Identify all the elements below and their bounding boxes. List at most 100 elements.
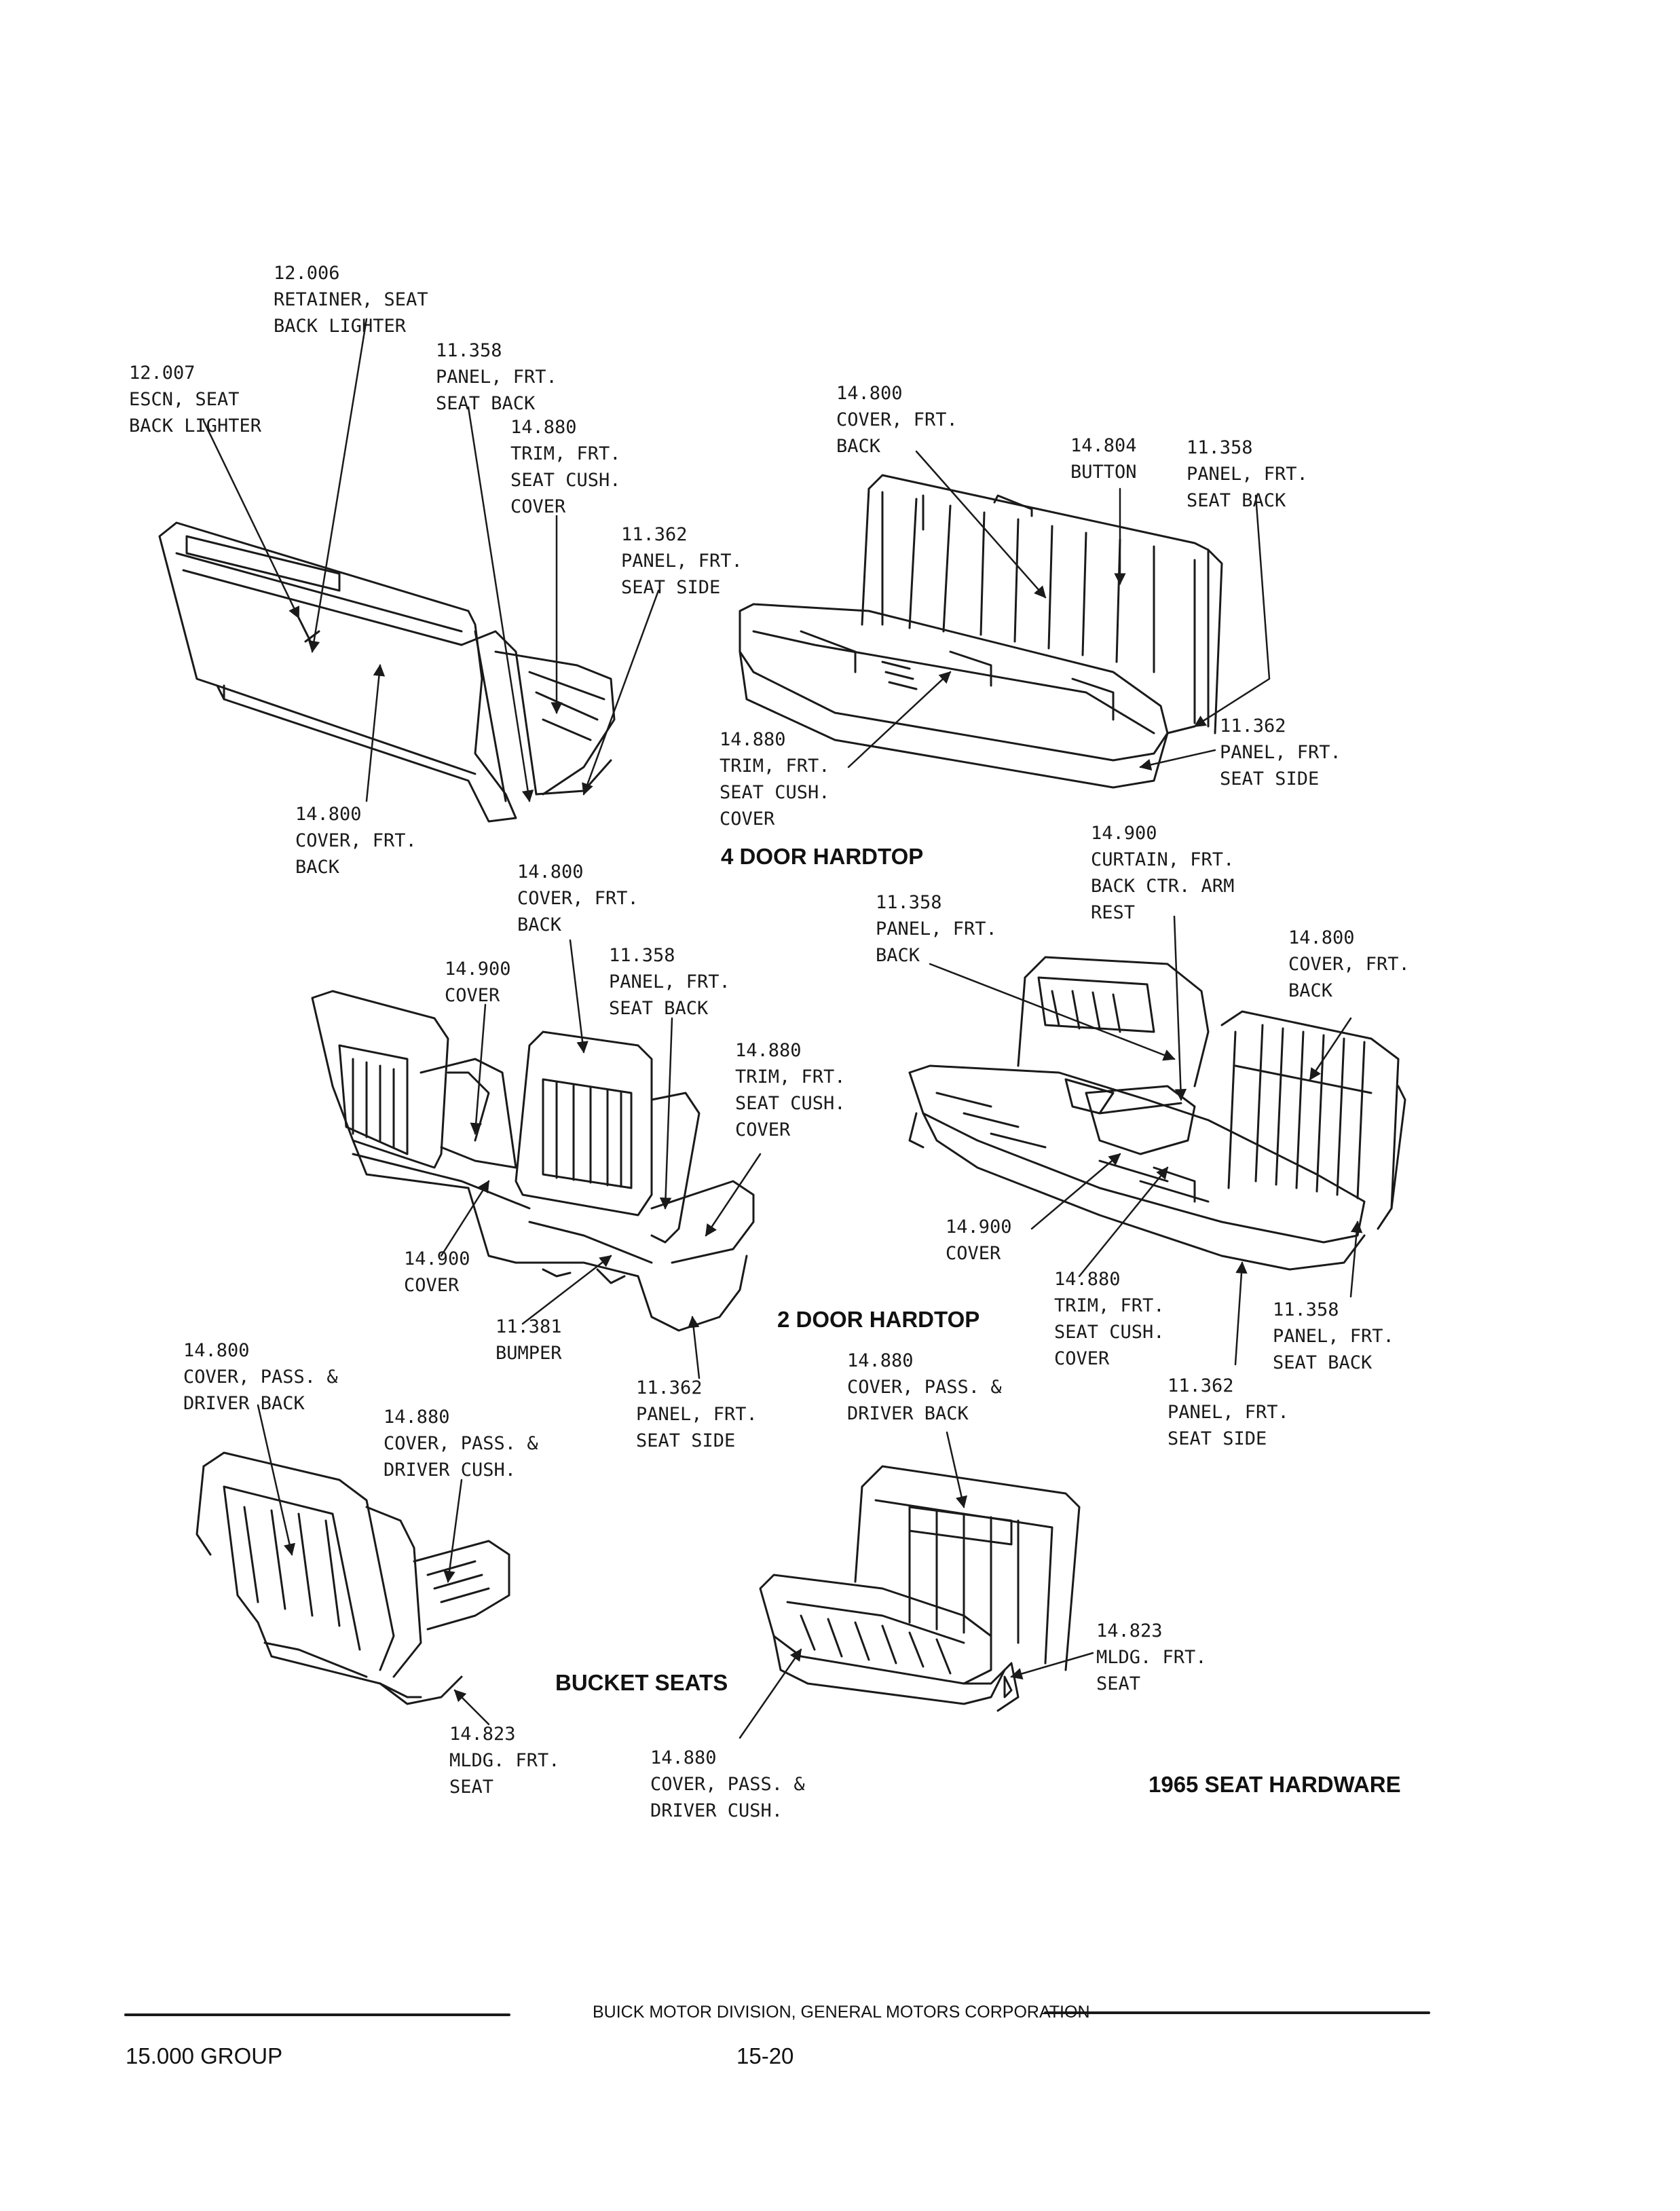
callout-line: DRIVER CUSH. — [650, 1800, 783, 1821]
callout-line: SEAT CUSH. — [735, 1093, 846, 1114]
callout-line: 14.900 — [1091, 823, 1157, 844]
callout-line: MLDG. FRT. — [1096, 1647, 1207, 1668]
callout-line: DRIVER BACK — [183, 1393, 305, 1414]
callout-line: SEAT CUSH. — [510, 470, 621, 491]
callout-line: COVER, PASS. & — [847, 1377, 1002, 1398]
callout-line: PANEL, FRT. — [1220, 742, 1341, 763]
callout-line: SEAT SIDE — [636, 1430, 736, 1451]
callout-line: BACK LIGHTER — [274, 316, 407, 337]
footer-rules — [124, 2011, 1430, 2016]
callout-line: TRIM, FRT. — [735, 1066, 846, 1088]
callout-line: SEAT BACK — [1273, 1352, 1373, 1373]
callout-line: PANEL, FRT. — [876, 918, 997, 940]
callout-line: 14.880 — [510, 417, 577, 438]
callout-line: 14.823 — [1096, 1620, 1163, 1641]
callout-line: PANEL, FRT. — [1273, 1326, 1394, 1347]
callout-line: 11.358 — [1273, 1299, 1339, 1320]
callout-line: 14.800 — [183, 1340, 250, 1361]
callout-line: 14.804 — [1070, 435, 1137, 456]
callout-line: 14.880 — [847, 1350, 914, 1371]
callout-line: 11.358 — [876, 892, 942, 913]
callout-line: 14.900 — [445, 959, 511, 980]
callout-line: 14.880 — [650, 1747, 717, 1768]
callout-line: 11.358 — [1187, 437, 1253, 458]
callout-line: REST — [1091, 902, 1136, 923]
callout-line: COVER — [735, 1119, 791, 1140]
leader-lines — [202, 318, 1363, 1739]
callout-line: TRIM, FRT. — [510, 443, 621, 464]
callout-line: COVER, FRT. — [295, 830, 417, 851]
callout-line: DRIVER BACK — [847, 1403, 969, 1424]
callout-line: COVER — [1054, 1348, 1110, 1369]
callout-line: 14.900 — [946, 1216, 1012, 1238]
callout-line: BACK LIGHTER — [129, 415, 262, 436]
callout-line: DRIVER CUSH. — [384, 1460, 517, 1481]
callout-line: PANEL, FRT. — [621, 551, 743, 572]
callout-line: 14.880 — [384, 1407, 450, 1428]
callout-line: 14.823 — [449, 1724, 516, 1745]
callout-line: 14.800 — [836, 383, 903, 404]
split-bench-seat-illustration — [311, 990, 755, 1332]
heading-2-door-hardtop: 2 DOOR HARDTOP — [777, 1307, 980, 1332]
callout-line: PANEL, FRT. — [1187, 464, 1308, 485]
callout-line: BACK — [876, 945, 920, 966]
callout-line: BACK — [517, 914, 562, 935]
callout-line: BUTTON — [1070, 462, 1137, 483]
callout-line: PANEL, FRT. — [636, 1404, 758, 1425]
callout-line: TRIM, FRT. — [720, 756, 830, 777]
page-title: 1965 SEAT HARDWARE — [1149, 1772, 1401, 1797]
callout-line: 14.800 — [295, 804, 362, 825]
callout-line: SEAT SIDE — [1220, 768, 1320, 789]
callout-line: COVER, PASS. & — [183, 1367, 338, 1388]
callout-line: 11.362 — [1168, 1375, 1234, 1396]
callout-line: 14.880 — [735, 1040, 802, 1061]
callout-line: BUMPER — [496, 1343, 562, 1364]
footer-group: 15.000 GROUP — [126, 2043, 283, 2068]
rear-bench-seat-illustration — [158, 521, 616, 823]
callout-line: COVER, FRT. — [517, 888, 639, 909]
callout-line: SEAT BACK — [609, 998, 709, 1019]
callout-line: RETAINER, SEAT — [274, 289, 428, 310]
callout-line: BACK — [295, 857, 340, 878]
callout-line: COVER — [720, 809, 775, 830]
callout-line: SEAT — [449, 1777, 494, 1798]
callout-line: 14.800 — [1288, 927, 1355, 948]
callout-line: PANEL, FRT. — [436, 367, 557, 388]
callout-line: COVER — [404, 1275, 460, 1296]
callout-line: COVER, PASS. & — [384, 1433, 538, 1454]
callout-line: 14.880 — [720, 729, 786, 750]
callout-line: 11.358 — [609, 945, 675, 966]
callout-line: COVER, FRT. — [1288, 954, 1410, 975]
bucket-seat-front-illustration — [759, 1465, 1081, 1712]
heading-4-door-hardtop: 4 DOOR HARDTOP — [721, 844, 924, 869]
callout-line: 11.358 — [436, 340, 502, 361]
callout-line: SEAT BACK — [436, 393, 536, 414]
callout-line: PANEL, FRT. — [1168, 1402, 1289, 1423]
callout-line: PANEL, FRT. — [609, 971, 730, 992]
heading-bucket-seats: BUCKET SEATS — [555, 1670, 728, 1695]
callout-line: SEAT SIDE — [1168, 1428, 1267, 1449]
callout-line: SEAT — [1096, 1673, 1141, 1694]
callout-line: 14.800 — [517, 861, 584, 882]
